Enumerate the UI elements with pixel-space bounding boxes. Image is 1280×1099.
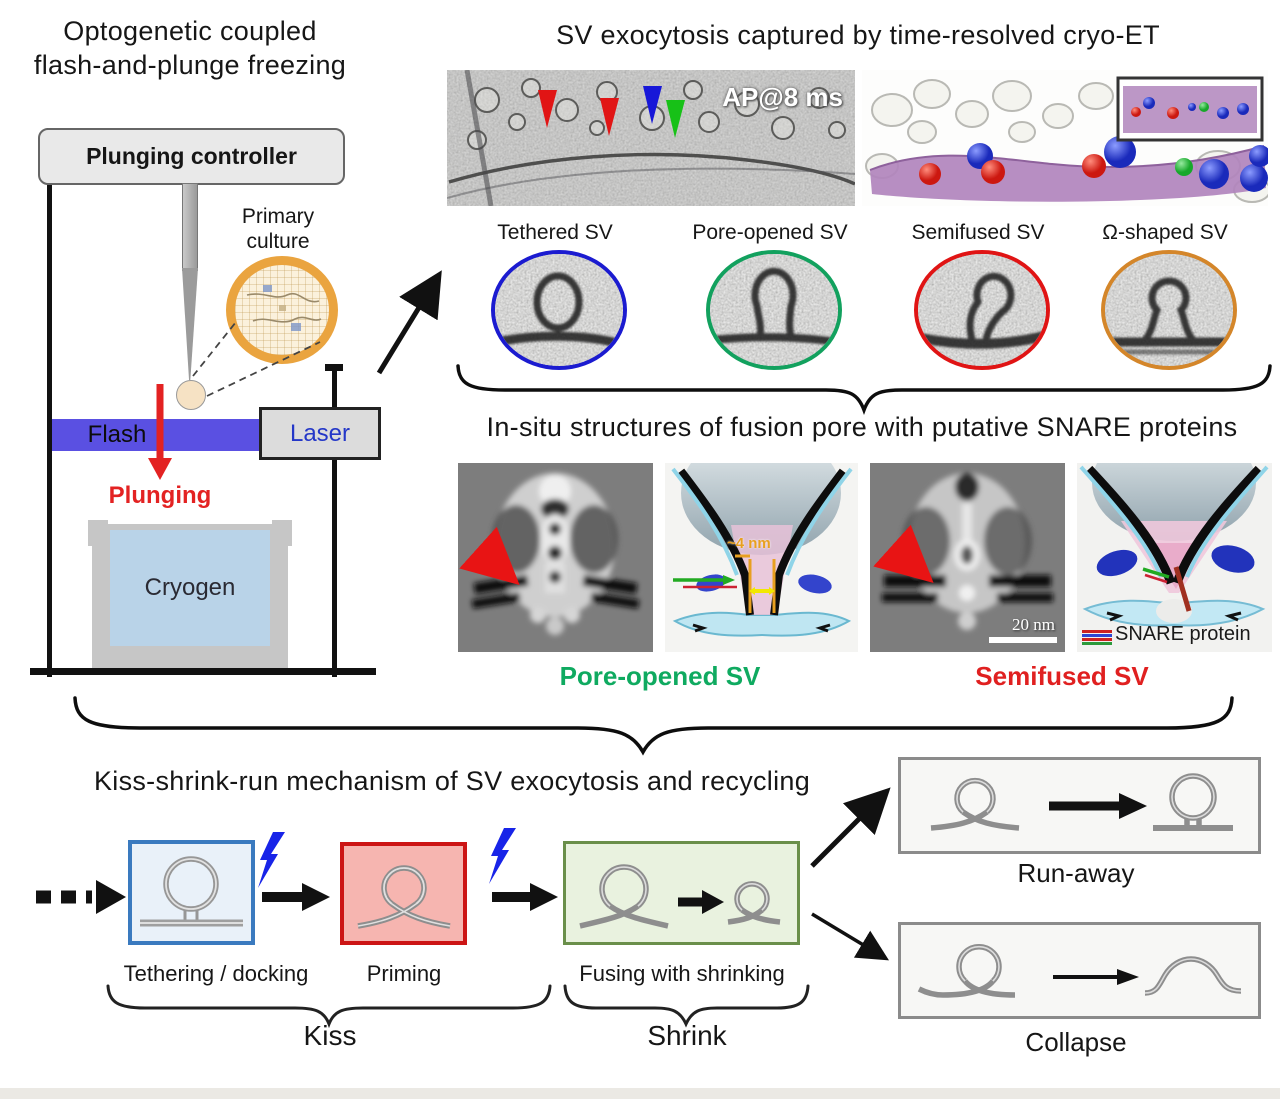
plunging-controller-label: Plunging controller bbox=[86, 143, 297, 169]
snare-legend-lines bbox=[1082, 630, 1112, 645]
laser-stand-pole bbox=[332, 366, 337, 677]
brace-shrink bbox=[563, 984, 810, 1028]
stage-label-priming: Priming bbox=[366, 961, 442, 986]
outcome-label-run-away: Run-away bbox=[1017, 858, 1135, 888]
snare-line bbox=[1082, 630, 1112, 633]
sample-droplet bbox=[176, 380, 206, 410]
workflow-arrow-icon bbox=[376, 270, 442, 375]
scale-bar-label: 20 nm bbox=[1012, 615, 1055, 634]
fusing-vesicle-glyph bbox=[579, 864, 781, 929]
laser-stand-cap bbox=[325, 364, 343, 371]
plunging-controller-box: Plunging controller bbox=[38, 128, 345, 185]
snare-line bbox=[1082, 638, 1112, 641]
red-arrowhead-icon bbox=[600, 98, 619, 136]
snare-line bbox=[1082, 634, 1112, 637]
green-arrowhead-icon bbox=[666, 100, 685, 138]
fusion-pore-average-2: 20 nm bbox=[870, 463, 1065, 652]
apparatus-baseline bbox=[30, 668, 376, 675]
culture-micrograph-sketch bbox=[246, 285, 322, 331]
laser-label: Laser bbox=[289, 420, 351, 447]
group-label-shrink: Shrink bbox=[647, 1020, 727, 1051]
insitu-caption-pore-opened: Pore-opened SV bbox=[559, 661, 761, 691]
arrow-to-run-away-icon bbox=[810, 787, 891, 868]
priming-box bbox=[340, 842, 467, 945]
plunger-rod bbox=[182, 183, 198, 271]
left-section-title-line1: Optogenetic coupled bbox=[63, 16, 317, 46]
pore-opened-sv-image bbox=[706, 250, 842, 370]
brace-kiss bbox=[106, 984, 552, 1029]
stage-label-fusing: Fusing with shrinking bbox=[579, 961, 785, 986]
plunger-needle bbox=[182, 268, 198, 380]
cryogen-liquid: Cryogen bbox=[110, 530, 270, 646]
fusion-pore-average-1 bbox=[458, 463, 653, 652]
sv-type-label: Semifused SV bbox=[911, 221, 1045, 244]
tethered-sv-image bbox=[491, 250, 627, 370]
semifused-sv-image bbox=[914, 250, 1050, 370]
laser-box: Laser bbox=[259, 407, 381, 460]
fusing-shrinking-box bbox=[563, 841, 800, 945]
left-section-title-line2: flash-and-plunge freezing bbox=[33, 50, 347, 80]
em-tomogram-sketch bbox=[447, 70, 855, 206]
insitu-caption-semifused: Semifused SV bbox=[975, 661, 1149, 691]
run-away-box bbox=[898, 757, 1261, 854]
vesicle-spheres bbox=[919, 136, 1268, 192]
insitu-section-title: In-situ structures of fusion pore with p… bbox=[486, 412, 1238, 442]
lightning-bolt-icon bbox=[258, 832, 285, 888]
sv-type-label: Tethered SV bbox=[497, 221, 613, 244]
segmentation-3d-image bbox=[862, 70, 1268, 206]
mechanism-section-title: Kiss-shrink-run mechanism of SV exocytos… bbox=[93, 766, 811, 796]
sv-type-label: Ω-shaped SV bbox=[1102, 221, 1228, 244]
segmentation-inset bbox=[1116, 76, 1264, 142]
right-section-title: SV exocytosis captured by time-resolved … bbox=[556, 20, 1160, 50]
brace-sv-types bbox=[456, 364, 1272, 415]
flash-beam bbox=[52, 419, 260, 451]
lightning-bolt-icon bbox=[489, 828, 516, 884]
flash-label: Flash bbox=[87, 421, 147, 448]
collapse-box bbox=[898, 922, 1261, 1019]
omega-shaped-sv-image bbox=[1101, 250, 1237, 370]
primary-culture-dish bbox=[226, 256, 338, 364]
primary-culture-label-line2: culture bbox=[246, 230, 310, 253]
run-away-glyph bbox=[930, 773, 1233, 831]
fusion-pore-illustration-1: ~4 nm bbox=[665, 463, 858, 652]
apparatus-left-pole bbox=[47, 128, 52, 677]
brace-mechanism bbox=[73, 696, 1234, 756]
sv-type-label: Pore-opened SV bbox=[692, 221, 848, 244]
red-arrowhead-icon bbox=[538, 90, 557, 128]
fusion-pore-illustration-2: SNARE protein bbox=[1077, 463, 1272, 652]
timestamp-badge: AP@8 ms bbox=[722, 82, 843, 112]
segmentation-3d-sketch bbox=[865, 76, 1268, 203]
snare-legend-label: SNARE protein bbox=[1115, 623, 1251, 645]
collapse-glyph bbox=[917, 943, 1242, 998]
cryogen-container-left-lip bbox=[88, 520, 108, 546]
primed-vesicle-glyph bbox=[357, 865, 451, 929]
plunging-label: Plunging bbox=[108, 482, 212, 509]
pore-diameter-label: ~4 nm bbox=[727, 535, 771, 552]
group-label-kiss: Kiss bbox=[303, 1020, 357, 1051]
primary-culture-label-line1: Primary bbox=[241, 205, 315, 228]
blue-arrowhead-icon bbox=[643, 86, 662, 124]
em-tomogram-image: AP@8 ms bbox=[447, 70, 855, 206]
red-pointer-arrow-icon bbox=[459, 526, 520, 586]
stage-label-tethering: Tethering / docking bbox=[123, 961, 309, 986]
bottom-strip bbox=[0, 1088, 1280, 1099]
plunging-arrowhead-icon bbox=[148, 458, 172, 480]
arrow-to-collapse-icon bbox=[811, 912, 889, 961]
snare-line bbox=[1082, 642, 1112, 645]
outcome-label-collapse: Collapse bbox=[1025, 1027, 1127, 1057]
cryogen-label: Cryogen bbox=[144, 574, 236, 601]
cryogen-container-right-lip bbox=[272, 520, 292, 546]
docked-vesicle-glyph bbox=[140, 856, 243, 927]
red-pointer-arrow-icon bbox=[873, 524, 934, 584]
scale-bar bbox=[989, 637, 1057, 643]
tethering-docking-box bbox=[128, 840, 255, 945]
